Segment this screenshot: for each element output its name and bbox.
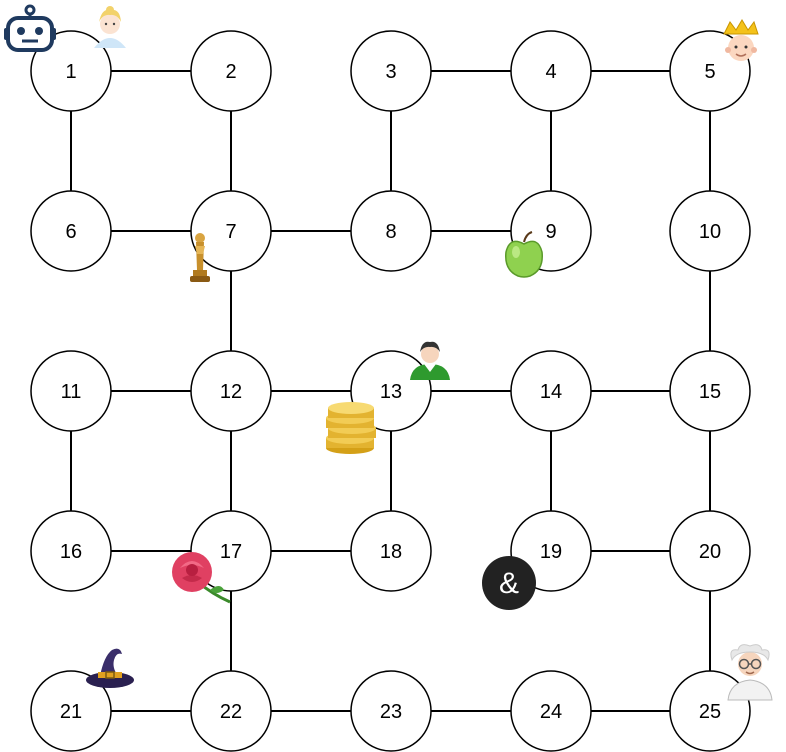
node-circle	[30, 670, 112, 752]
icons-layer: &	[4, 4, 773, 701]
node-14: 14	[510, 350, 592, 432]
node-21: 21	[30, 670, 112, 752]
node-24: 24	[510, 670, 592, 752]
node-23: 23	[350, 670, 432, 752]
node-circle	[30, 190, 112, 272]
node-label: 10	[699, 221, 721, 243]
king-icon	[723, 19, 759, 61]
node-label: 7	[225, 221, 236, 243]
node-4: 4	[510, 30, 592, 112]
node-label: 25	[699, 701, 721, 723]
rose-icon	[172, 552, 231, 604]
node-label: 11	[61, 381, 82, 403]
ampersand-text: &	[499, 567, 519, 600]
node-label: 9	[545, 221, 556, 243]
witch-hat-icon	[86, 648, 134, 688]
node-label: 1	[65, 61, 76, 83]
node-circle	[190, 670, 272, 752]
node-label: 20	[699, 541, 721, 563]
node-circle	[510, 670, 592, 752]
node-label: 5	[704, 61, 715, 83]
node-22: 22	[190, 670, 272, 752]
node-7: 7	[190, 190, 272, 272]
node-label: 22	[220, 701, 242, 723]
node-circle	[350, 510, 432, 592]
node-12: 12	[190, 350, 272, 432]
node-circle	[30, 510, 112, 592]
node-label: 15	[699, 381, 721, 403]
node-6: 6	[30, 190, 112, 272]
apple-icon	[505, 231, 543, 278]
node-circle	[350, 30, 432, 112]
node-circle	[350, 190, 432, 272]
node-3: 3	[350, 30, 432, 112]
node-25: 25	[669, 670, 751, 752]
person-icon	[410, 341, 450, 380]
node-label: 18	[380, 541, 402, 563]
node-15: 15	[669, 350, 751, 432]
node-circle	[30, 350, 112, 432]
node-circle	[190, 190, 272, 272]
robot-icon	[4, 4, 56, 52]
node-label: 14	[540, 381, 562, 403]
trophy-icon	[190, 233, 210, 282]
coins-icon	[326, 402, 376, 454]
node-20: 20	[669, 510, 751, 592]
node-circle	[30, 30, 112, 112]
node-circle	[510, 350, 592, 432]
node-label: 12	[220, 381, 242, 403]
node-label: 6	[65, 221, 76, 243]
node-10: 10	[669, 190, 751, 272]
node-label: 17	[220, 541, 242, 563]
node-circle	[350, 670, 432, 752]
node-label: 23	[380, 701, 402, 723]
node-label: 13	[380, 381, 402, 403]
node-circle	[669, 190, 751, 272]
node-circle	[190, 350, 272, 432]
node-label: 2	[225, 61, 236, 83]
node-circle	[510, 30, 592, 112]
node-16: 16	[30, 510, 112, 592]
node-11: 11	[30, 350, 112, 432]
node-label: 8	[385, 221, 396, 243]
node-circle	[669, 510, 751, 592]
node-circle	[669, 670, 751, 752]
node-circle	[669, 350, 751, 432]
node-label: 3	[385, 61, 396, 83]
node-label: 4	[545, 61, 556, 83]
node-label: 19	[540, 541, 562, 563]
scientist-icon	[727, 644, 773, 701]
ampersand-icon: &	[482, 556, 536, 610]
node-18: 18	[350, 510, 432, 592]
node-2: 2	[190, 30, 272, 112]
node-8: 8	[350, 190, 432, 272]
node-label: 21	[60, 701, 82, 723]
node-label: 24	[540, 701, 562, 723]
princess-icon	[94, 6, 126, 48]
node-label: 16	[60, 541, 82, 563]
node-circle	[190, 30, 272, 112]
node-1: 1	[30, 30, 112, 112]
